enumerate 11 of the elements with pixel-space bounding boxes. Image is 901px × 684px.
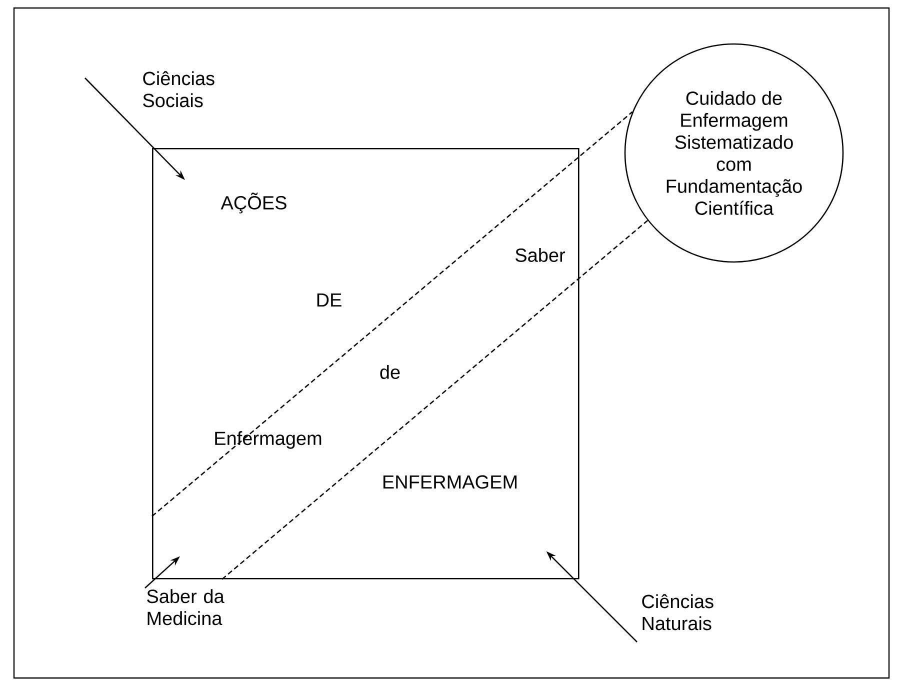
text-label: Saber da Medicina: [147, 589, 224, 626]
dashed-line: [152, 111, 633, 517]
box-word: ENFERMAGEM: [383, 475, 517, 489]
text-label: Ciências Naturais: [642, 594, 714, 630]
box-word: Saber: [516, 248, 566, 262]
box-word: AÇÕES: [220, 192, 286, 214]
box-word: Enfermagem: [215, 431, 322, 449]
box-word: de: [380, 365, 400, 379]
box-word: DE: [317, 293, 342, 307]
dashed-line: [222, 220, 648, 580]
text-label: Ciências Sociais: [143, 71, 214, 108]
